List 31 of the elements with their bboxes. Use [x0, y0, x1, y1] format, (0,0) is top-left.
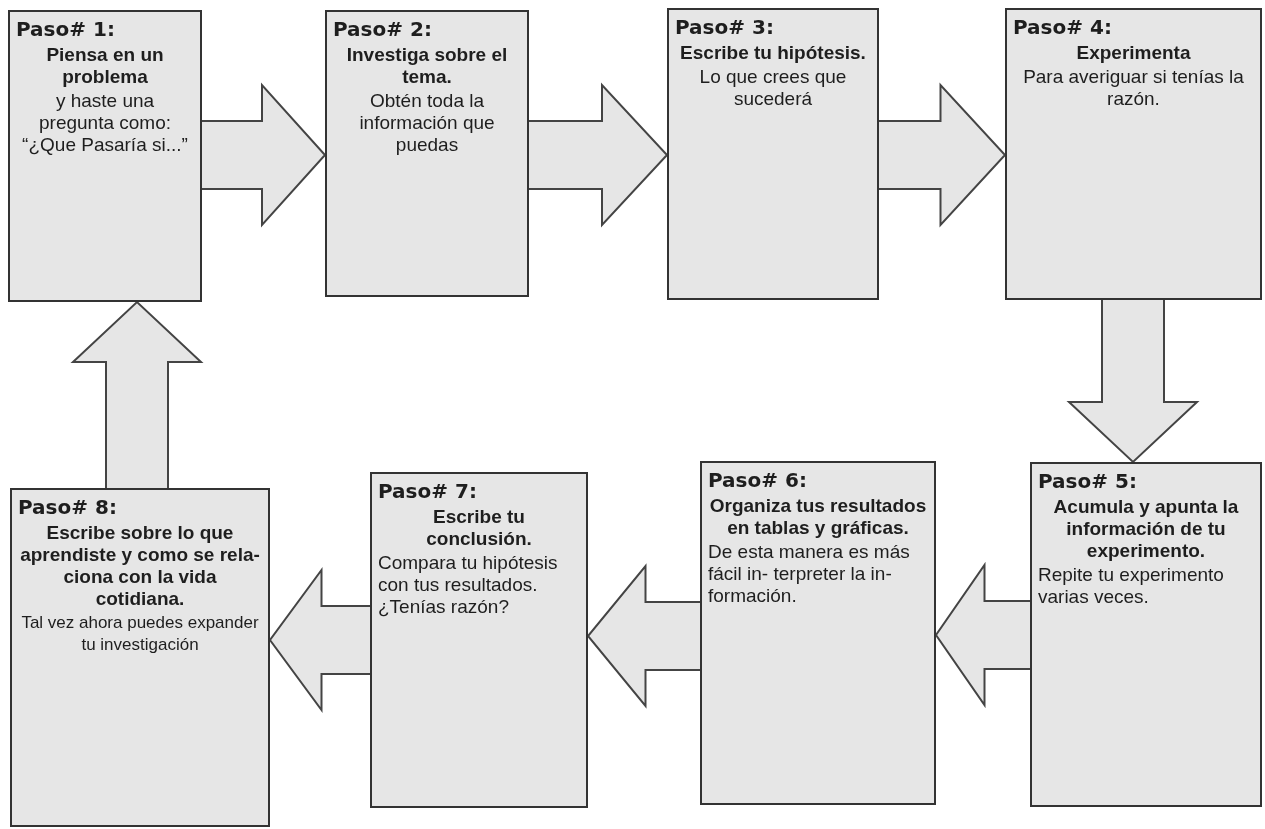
step-text: Repite tu experimento varias veces. [1038, 564, 1225, 608]
step-heading: Paso# 2: [333, 16, 433, 42]
step-text: Compara tu hipótesis con tus resultados. ¿Tenías razón? [378, 552, 559, 618]
step-text: Organiza tus resultados en tablas y gráficas. [708, 495, 928, 539]
step-heading: Paso# 8: [18, 494, 118, 520]
step-box [10, 488, 270, 827]
step-box [325, 10, 529, 297]
step-box [8, 10, 202, 302]
step-box [1030, 462, 1262, 807]
step-text: Acumula y apunta la información de tu experimento. [1052, 496, 1240, 562]
step-box [370, 472, 588, 808]
step-heading: Paso# 5: [1038, 468, 1138, 494]
step-heading: Paso# 4: [1013, 14, 1113, 40]
step-text: De esta manera es más fácil in- terpreter la in- formación. [708, 541, 911, 607]
step-text: Escribe tu hipótesis. [679, 42, 867, 64]
step-box [1005, 8, 1262, 300]
step-heading: Paso# 7: [378, 478, 478, 504]
step-text: Para averiguar si tenías la razón. [1022, 66, 1245, 110]
step-text: Experimenta [1075, 42, 1192, 64]
step-heading: Paso# 6: [708, 467, 808, 493]
step-text: Escribe tu conclusión. [425, 506, 533, 550]
step-text: Escribe sobre lo que aprendiste y como se rela- ciona con la vida cotidiana. [19, 522, 261, 610]
step-box [667, 8, 879, 300]
step-text: Tal vez ahora puedes expander tu investigación [20, 612, 260, 656]
step-text: Lo que crees que sucederá [698, 66, 848, 110]
step-heading: Paso# 3: [675, 14, 775, 40]
step-text: Obtén toda la información que puedas [358, 90, 496, 156]
step-heading: Paso# 1: [16, 16, 116, 42]
step-text: Investiga sobre el tema. [345, 44, 509, 88]
step-text: y haste una pregunta como: “¿Que Pasaría si...” [21, 90, 189, 156]
step-box [700, 461, 936, 805]
